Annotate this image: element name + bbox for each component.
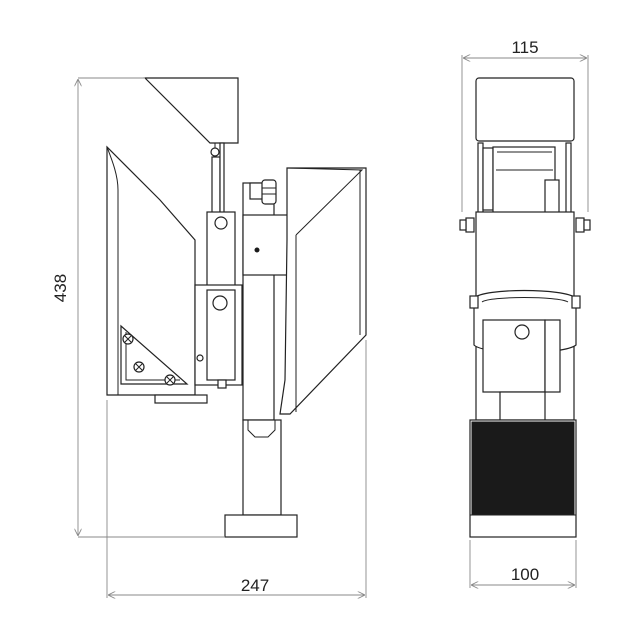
hopper-top-cap: [475, 77, 575, 142]
stand-foot: [224, 514, 298, 538]
screw-icon: [164, 374, 176, 386]
knob: [261, 179, 277, 205]
screw-icon: [133, 361, 145, 373]
dimension-lines: [78, 55, 589, 598]
feed-rod: [211, 156, 221, 214]
dim-width-bottom-label: 100: [511, 565, 539, 584]
side-view: [106, 77, 367, 538]
dim-height-label: 438: [51, 274, 70, 302]
side-knob-right: [575, 217, 591, 233]
screw-icon: [122, 333, 134, 345]
dim-width-top-label: 115: [511, 38, 538, 57]
front-clamp-block: [482, 319, 546, 393]
dim-width-side-label: 247: [241, 576, 269, 595]
base-dark-band: [471, 421, 575, 515]
side-knob-left: [459, 217, 475, 233]
front-view: [459, 77, 591, 538]
right-collector: [279, 167, 367, 415]
stand-neck: [242, 419, 282, 516]
hopper-funnel: [143, 77, 239, 144]
